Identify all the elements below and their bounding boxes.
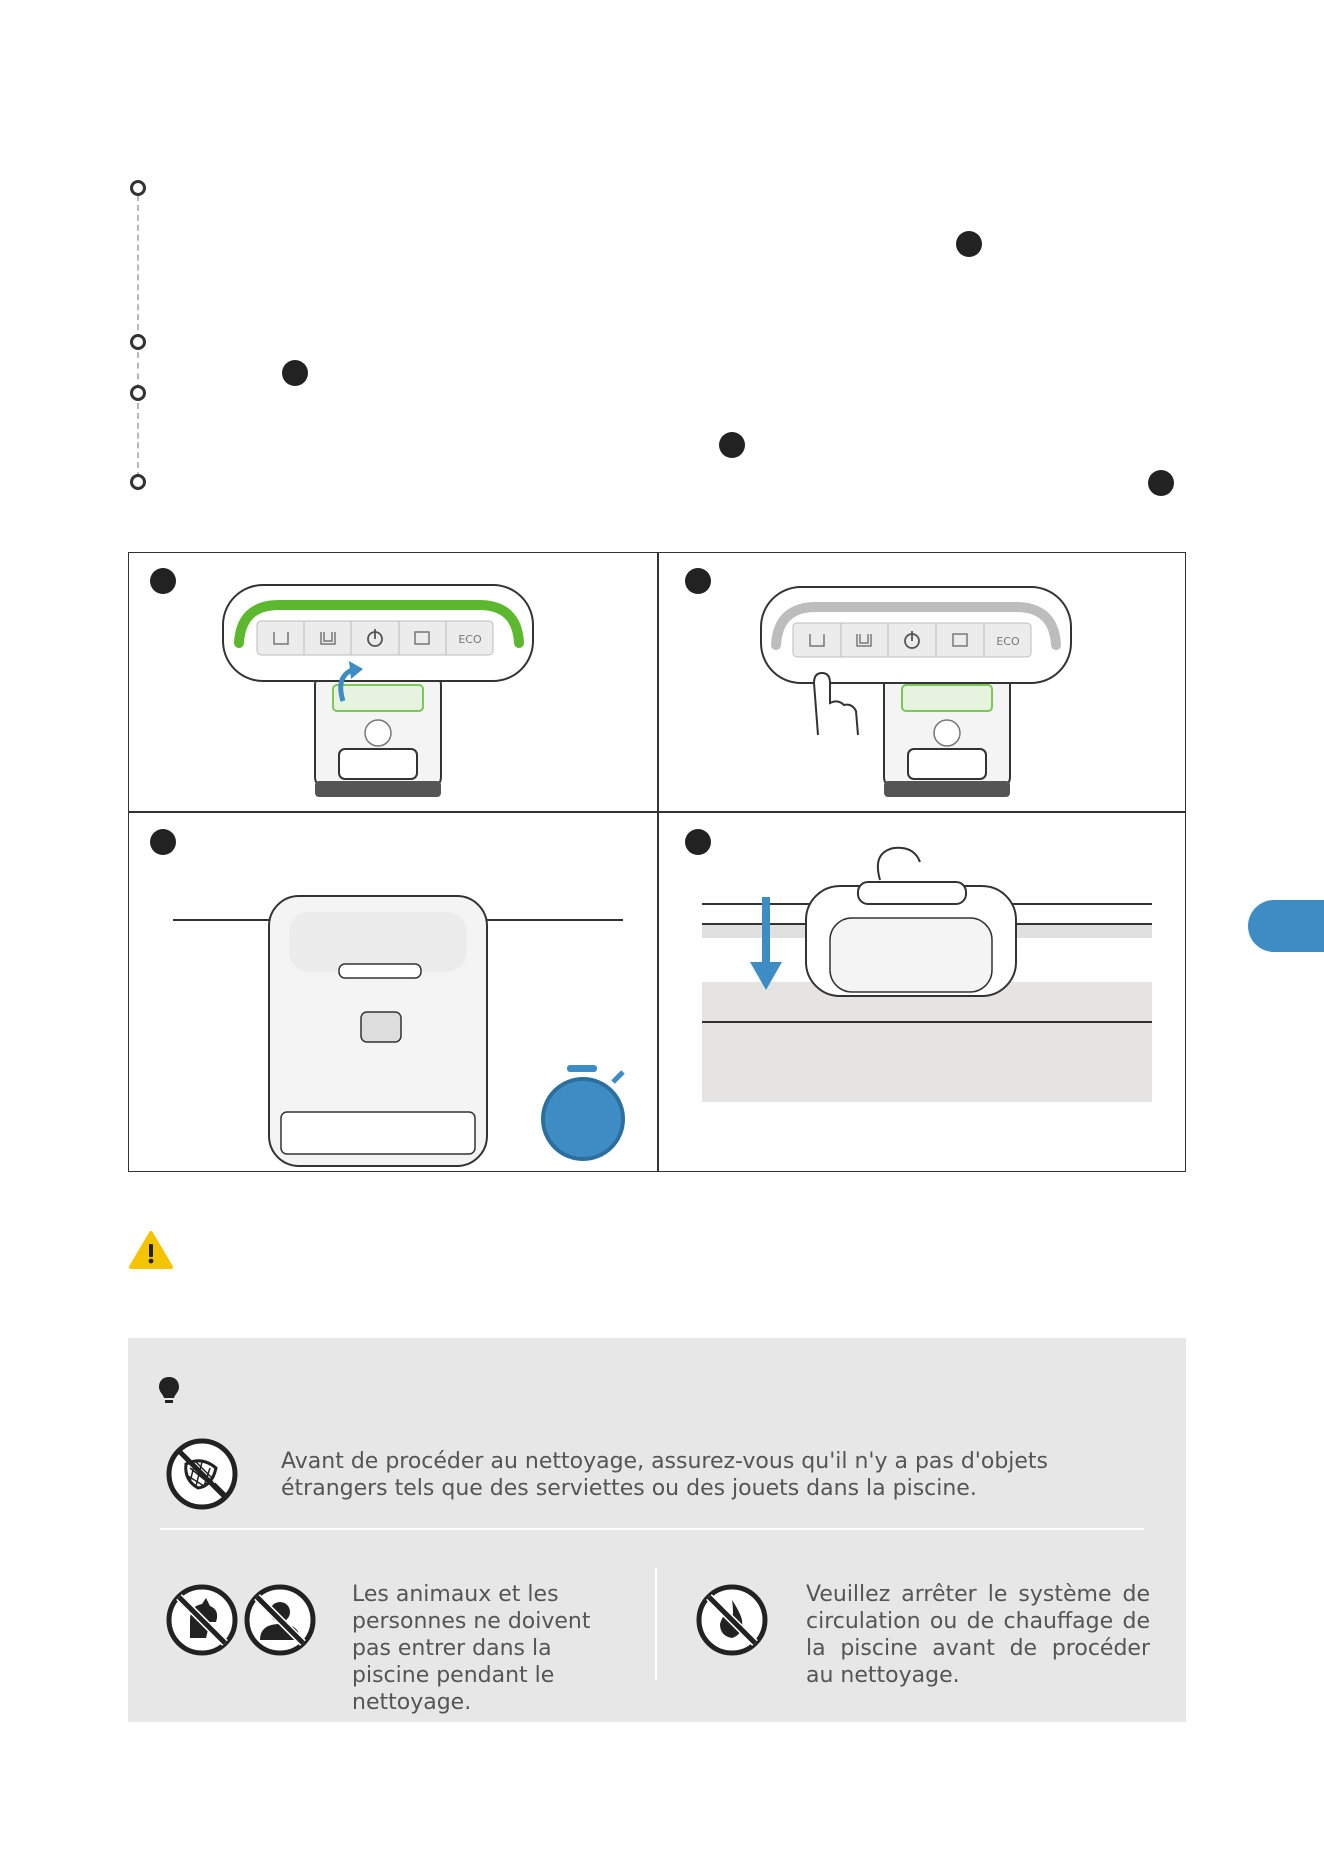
no-person-icon xyxy=(244,1584,316,1656)
step-ring-icon xyxy=(130,474,146,490)
tip-no-people-animals: Les animaux et les personnes ne doivent … xyxy=(352,1582,591,1715)
step-reference-badge xyxy=(1148,470,1174,496)
tip-stop-circulation: Veuillez arrêter le système de circulati… xyxy=(806,1582,1150,1688)
svg-text:ECO: ECO xyxy=(996,635,1020,648)
tip-divider xyxy=(160,1528,1144,1530)
no-net-icon xyxy=(166,1438,238,1510)
step-reference-badge xyxy=(282,360,308,386)
grid-divider-vertical xyxy=(657,553,659,1171)
warning-icon xyxy=(128,1230,174,1270)
grid-divider-horizontal xyxy=(129,811,1185,813)
panel-power-on: ECO xyxy=(129,553,657,811)
step-reference-badge xyxy=(956,231,982,257)
panel-lower-robot xyxy=(658,812,1186,1172)
tip-divider-vertical xyxy=(655,1568,657,1680)
step-ring-icon xyxy=(130,385,146,401)
step-reference-badge xyxy=(719,432,745,458)
illustration-grid: ECO ECO xyxy=(128,552,1186,1172)
no-fire-icon xyxy=(696,1584,768,1656)
panel-select-mode: ECO xyxy=(658,553,1186,811)
eco-label: ECO xyxy=(458,633,482,646)
timeline-dash-2 xyxy=(137,352,139,390)
timeline-dash-1 xyxy=(137,195,139,340)
tip-foreign-objects: Avant de procéder au nettoyage, assurez-… xyxy=(281,1449,1049,1501)
no-dog-icon xyxy=(166,1584,238,1656)
step-ring-icon xyxy=(130,334,146,350)
timeline-dash-3 xyxy=(137,403,139,478)
panel-robot-timer xyxy=(129,812,657,1172)
tips-box: Avant de procéder au nettoyage, assurez-… xyxy=(128,1338,1186,1722)
chapter-tab xyxy=(1248,900,1324,952)
lightbulb-icon xyxy=(158,1376,180,1406)
step-ring-icon xyxy=(130,180,146,196)
